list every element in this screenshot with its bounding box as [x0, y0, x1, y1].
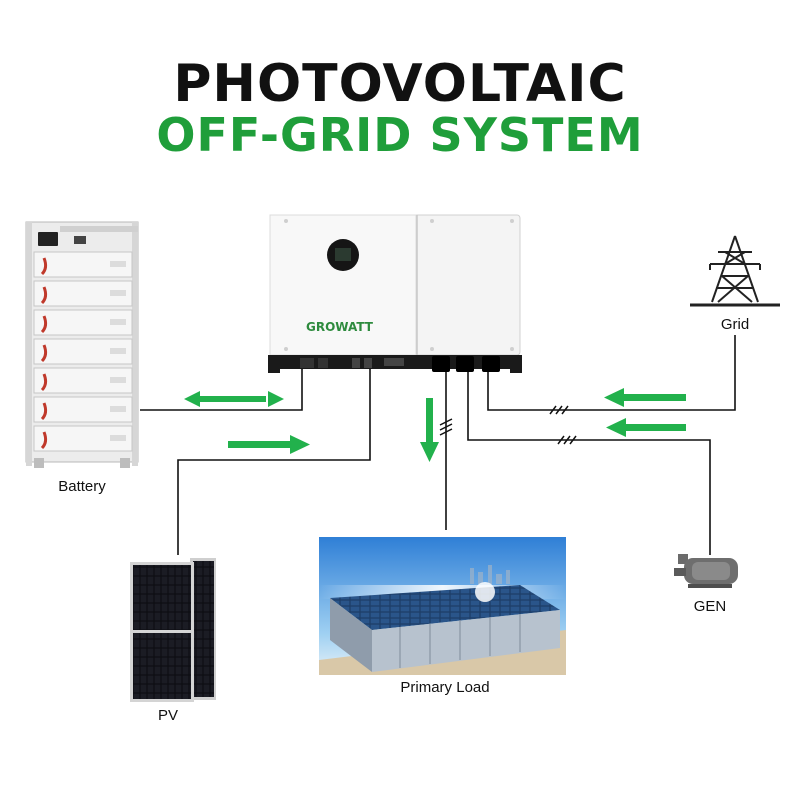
battery-cable	[40, 286, 48, 305]
wire-pv	[177, 369, 371, 555]
battery-cable	[40, 431, 48, 450]
wire-grid	[487, 335, 736, 411]
wire-battery	[140, 369, 303, 411]
battery-module	[33, 396, 133, 423]
arrow-grid	[604, 388, 686, 407]
arrow-load	[420, 398, 439, 462]
battery-label: Battery	[58, 478, 106, 495]
arrow-pv	[228, 435, 310, 454]
title-line-1: PHOTOVOLTAIC	[173, 54, 627, 114]
generator-icon	[674, 554, 738, 588]
title-line-2: OFF-GRID SYSTEM	[156, 108, 644, 162]
solar-panel-icon	[130, 558, 216, 702]
grid-tower-icon	[690, 235, 780, 307]
battery-handle	[110, 261, 126, 267]
battery-handle	[110, 319, 126, 325]
arrow-battery-bidirectional	[184, 391, 284, 407]
battery-rack-icon	[25, 221, 139, 468]
battery-cable	[40, 402, 48, 421]
grid-label: Grid	[720, 316, 750, 333]
inverter-brand: GROWATT	[306, 320, 374, 334]
pv-label: PV	[157, 707, 178, 724]
battery-cable	[40, 373, 48, 392]
arrow-gen	[606, 418, 686, 437]
factory-image	[319, 537, 566, 675]
battery-handle	[110, 348, 126, 354]
gen-label: GEN	[693, 598, 727, 615]
primary-load-label: Primary Load	[400, 679, 490, 696]
battery-handle	[110, 290, 126, 296]
battery-cable	[40, 257, 48, 276]
wires	[140, 335, 736, 555]
inverter-icon: GROWATT	[268, 214, 522, 373]
battery-handle	[110, 406, 126, 412]
battery-cable	[40, 315, 48, 334]
battery-handle	[110, 377, 126, 383]
battery-cable	[40, 344, 48, 363]
flow-arrows	[184, 388, 686, 462]
wire-gen	[467, 372, 711, 555]
phase-marks	[439, 405, 577, 445]
battery-handle	[110, 435, 126, 441]
